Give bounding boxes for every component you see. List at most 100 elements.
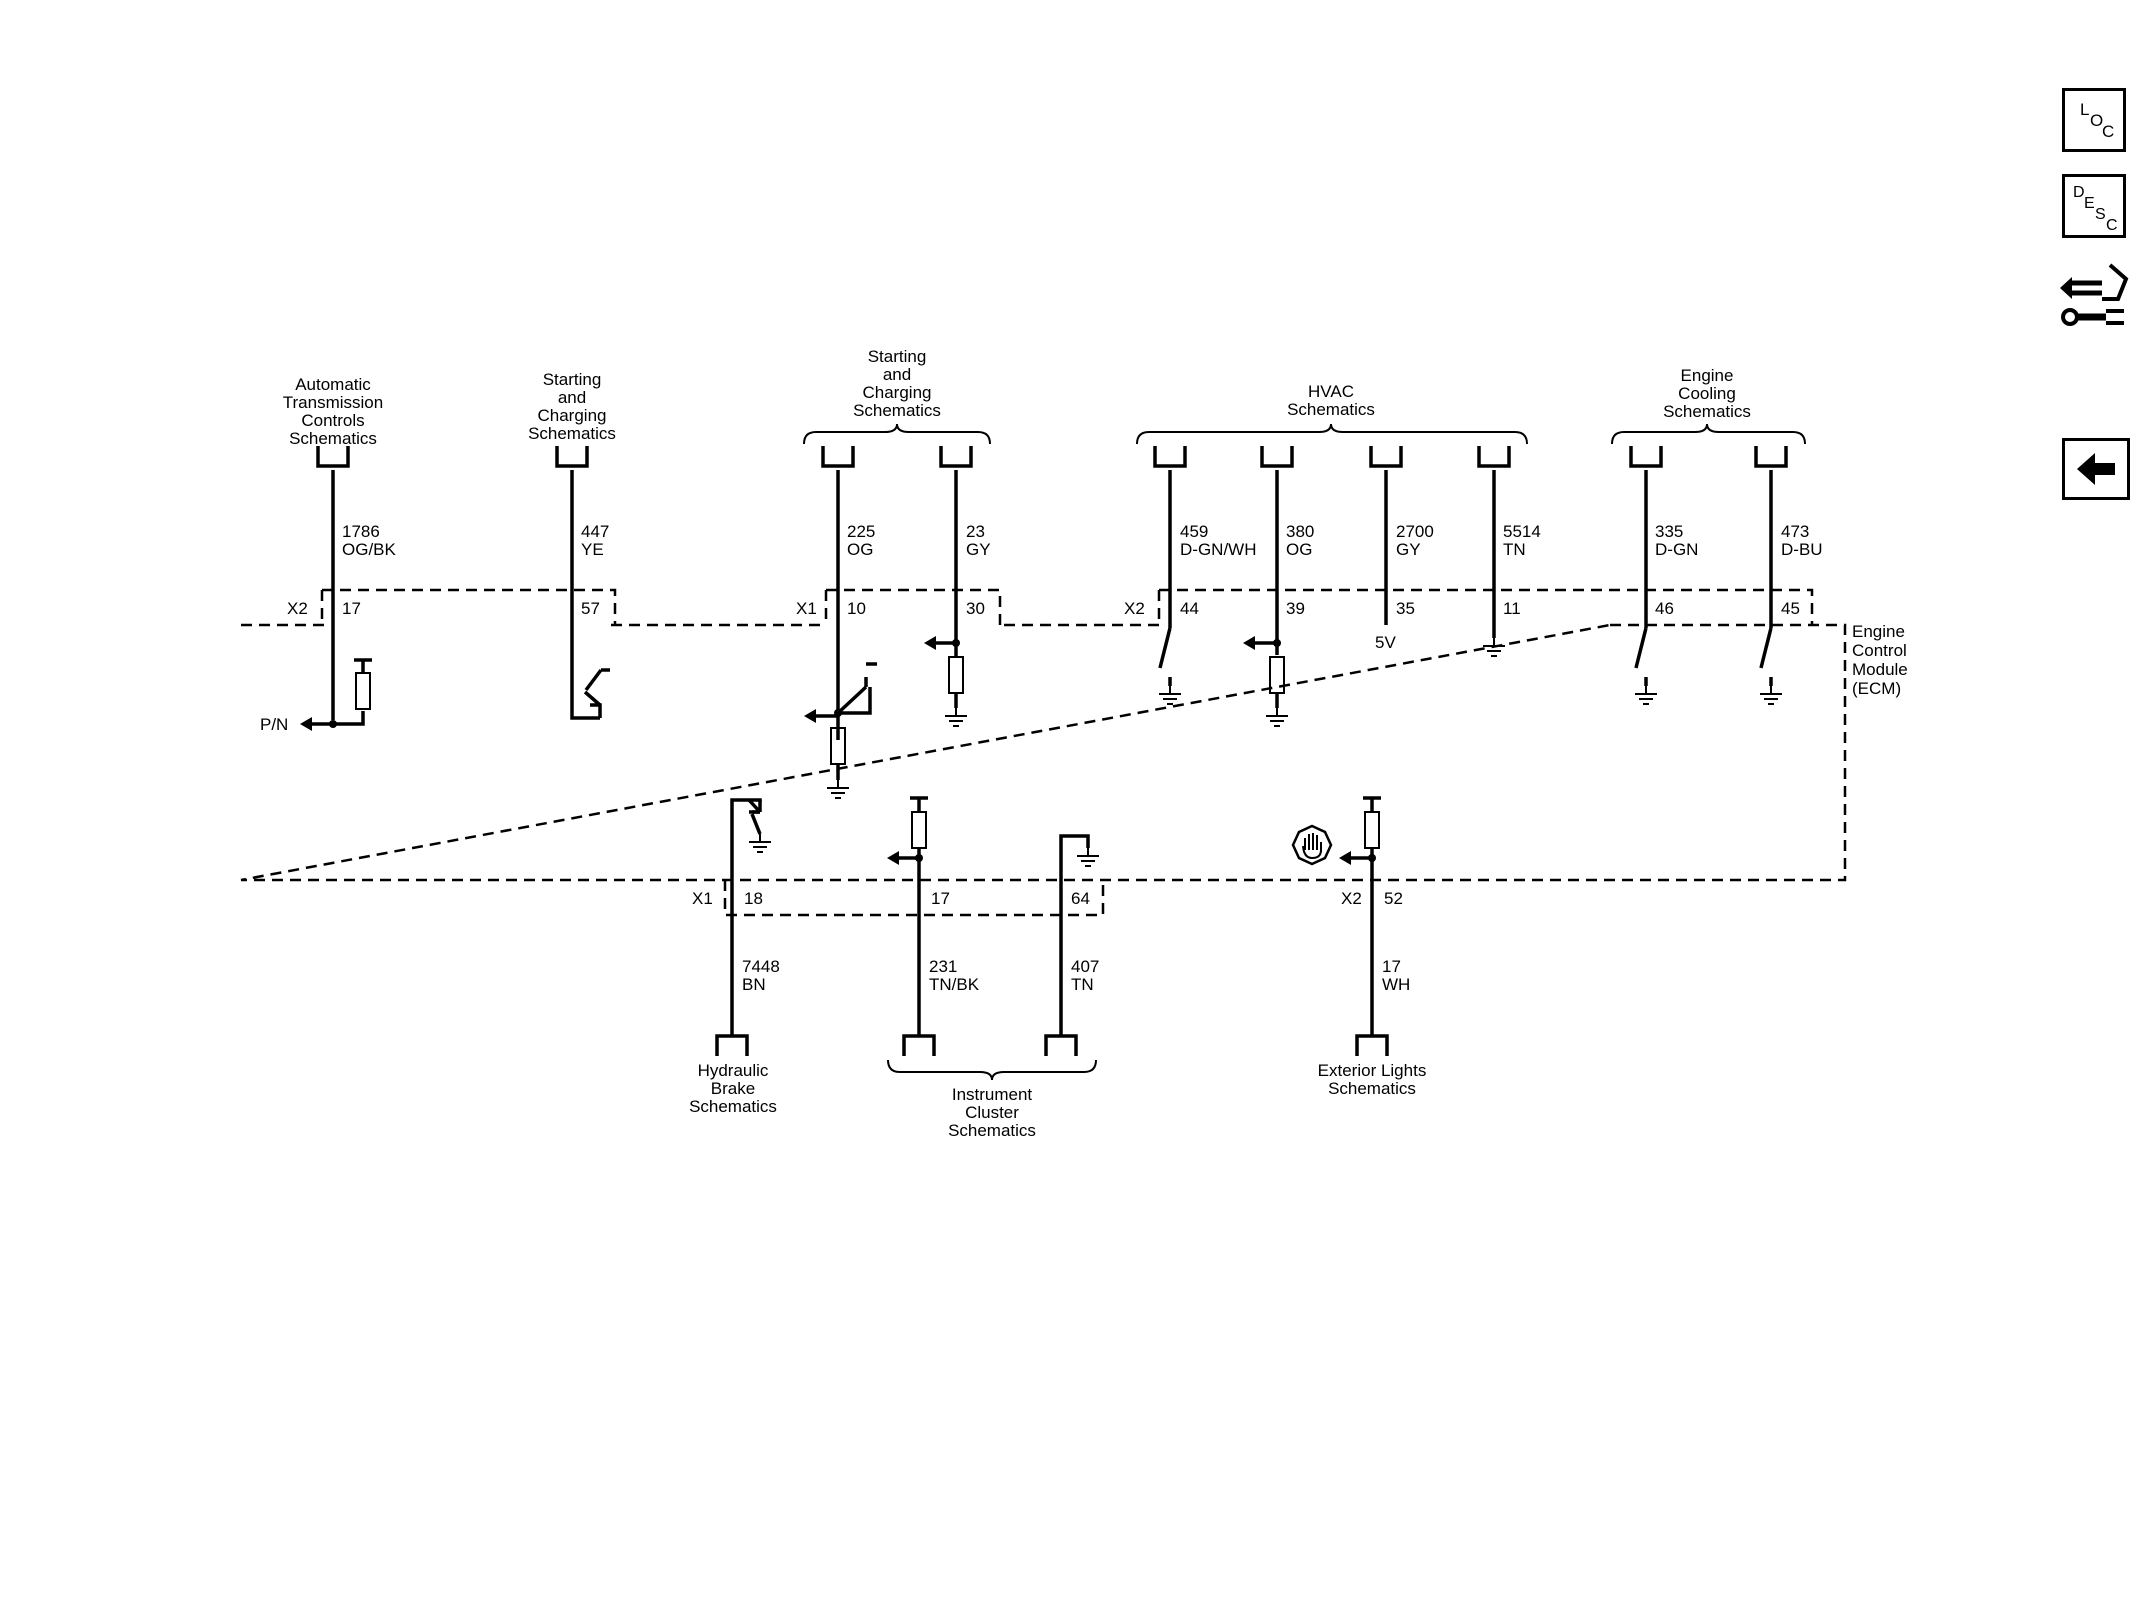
connector-icon xyxy=(1477,446,1511,468)
connector-x1-top: X1 xyxy=(796,588,1002,625)
pin-number: 44 xyxy=(1180,599,1199,618)
destination-label-line: and xyxy=(558,388,586,407)
destination-brace xyxy=(887,1059,1097,1081)
circuit-number: 407 xyxy=(1071,957,1099,976)
wire-color: D-GN xyxy=(1655,540,1698,559)
pn-label: P/N xyxy=(260,715,288,734)
destination-brace xyxy=(1611,423,1806,445)
resistor-icon xyxy=(1364,811,1380,849)
arrow-icon xyxy=(924,636,936,650)
wire-c5514: 5514 TN 11 xyxy=(1492,470,1541,638)
ground-icon xyxy=(749,834,771,853)
wire-color: D-GN/WH xyxy=(1180,540,1256,559)
connector-icon xyxy=(555,446,589,468)
loc-letter: L xyxy=(2080,100,2089,119)
wire-c7448: 18 7448 BN xyxy=(742,889,780,994)
pin-number: 11 xyxy=(1503,599,1521,618)
circuit-number: 1786 xyxy=(342,522,380,541)
wire-color: OG xyxy=(1286,540,1312,559)
voltage-label: 5V xyxy=(1375,633,1396,652)
destination-starting-charging-1: Starting and Charging Schematics xyxy=(528,370,616,443)
connector-icon xyxy=(939,446,973,468)
connector-icon xyxy=(715,1034,749,1056)
circuit-c231-internal xyxy=(887,796,928,1035)
destination-starting-charging-2: Starting and Charging Schematics xyxy=(803,347,991,445)
destination-hydraulic-brake: Hydraulic Brake Schematics xyxy=(689,1061,777,1116)
ground-icon xyxy=(1266,708,1288,727)
wire-color: BN xyxy=(742,975,766,994)
destination-atc: Automatic Transmission Controls Schemati… xyxy=(283,375,383,448)
back-arrow-icon xyxy=(2077,453,2115,485)
desc-letter: D xyxy=(2073,184,2085,201)
destination-label-line: Instrument xyxy=(952,1085,1033,1104)
loc-letter: C xyxy=(2102,122,2114,141)
circuit-c380-internal xyxy=(1243,636,1285,708)
pin-number: 46 xyxy=(1655,599,1674,618)
destination-label-line: Exterior Lights xyxy=(1318,1061,1427,1080)
connector-repair-icon[interactable] xyxy=(2058,255,2130,337)
connector-icon xyxy=(316,446,350,468)
destination-label-line: Charging xyxy=(538,406,607,425)
circuit-number: 447 xyxy=(581,522,609,541)
resistor-icon xyxy=(911,811,927,849)
pin-number: 64 xyxy=(1071,889,1090,908)
connector-icon xyxy=(1355,1034,1389,1056)
hand-stop-icon xyxy=(1291,824,1333,866)
destination-exterior-lights: Exterior Lights Schematics xyxy=(1318,1061,1427,1098)
ecm-label: Engine Control Module (ECM) xyxy=(1852,622,1908,698)
destination-label-line: and xyxy=(883,365,911,384)
connector-x2-top: X2 xyxy=(287,588,617,625)
ecm-label-line: Module xyxy=(1852,660,1908,679)
pin-number: 35 xyxy=(1396,599,1415,618)
switch-c473 xyxy=(1759,627,1773,686)
pin-number: 17 xyxy=(931,889,950,908)
destination-label-line: Automatic xyxy=(295,375,371,394)
ground-icon xyxy=(1159,686,1181,705)
switch-c447 xyxy=(583,668,610,718)
wire-c335: 335 D-GN 46 xyxy=(1644,470,1698,628)
pn-output: P/N xyxy=(260,658,372,734)
connector-icon xyxy=(1369,446,1403,468)
pin-number: 52 xyxy=(1384,889,1403,908)
pin-number: 39 xyxy=(1286,599,1305,618)
destination-label-line: Cluster xyxy=(965,1103,1019,1122)
destination-label-line: Schematics xyxy=(689,1097,777,1116)
destination-label-line: Schematics xyxy=(1663,402,1751,421)
connector-label: X2 xyxy=(287,599,308,618)
location-button[interactable]: L O C xyxy=(2062,88,2126,152)
connector-icon xyxy=(902,1034,936,1056)
ground-icon xyxy=(827,780,849,799)
circuit-c7448-internal xyxy=(730,798,762,1035)
wire-c2700: 2700 GY 35 5V xyxy=(1375,470,1434,652)
wire-c459: 459 D-GN/WH 44 xyxy=(1168,470,1256,628)
wire-color: D-BU xyxy=(1781,540,1823,559)
destination-label-line: Schematics xyxy=(1287,400,1375,419)
wire-c23: 23 GY 30 xyxy=(954,470,991,645)
arrow-icon xyxy=(300,717,312,731)
pin-number: 10 xyxy=(847,599,866,618)
circuit-c225-internal xyxy=(804,662,877,780)
circuit-number: 2700 xyxy=(1396,522,1434,541)
circuit-c23-internal xyxy=(924,636,964,708)
back-button[interactable] xyxy=(2062,438,2130,500)
circuit-number: 459 xyxy=(1180,522,1208,541)
ecm-module-outline xyxy=(240,623,1847,882)
circuit-number: 473 xyxy=(1781,522,1809,541)
wire-c1786: 1786 OG/BK 17 xyxy=(331,470,397,720)
wire-color: WH xyxy=(1382,975,1410,994)
loc-letter: O xyxy=(2090,111,2103,130)
pin-number: 45 xyxy=(1781,599,1800,618)
pin-number: 30 xyxy=(966,599,985,618)
arrow-icon xyxy=(1243,636,1255,650)
desc-letter: S xyxy=(2095,206,2106,223)
connector-icon xyxy=(1260,446,1294,468)
destination-label-line: Cooling xyxy=(1678,384,1736,403)
destination-label-line: Starting xyxy=(868,347,927,366)
circuit-number: 380 xyxy=(1286,522,1314,541)
description-button[interactable]: D E S C xyxy=(2062,174,2126,238)
wire-color: TN xyxy=(1071,975,1094,994)
destination-label-line: Schematics xyxy=(1328,1079,1416,1098)
circuit-number: 5514 xyxy=(1503,522,1541,541)
wire-color: TN xyxy=(1503,540,1526,559)
